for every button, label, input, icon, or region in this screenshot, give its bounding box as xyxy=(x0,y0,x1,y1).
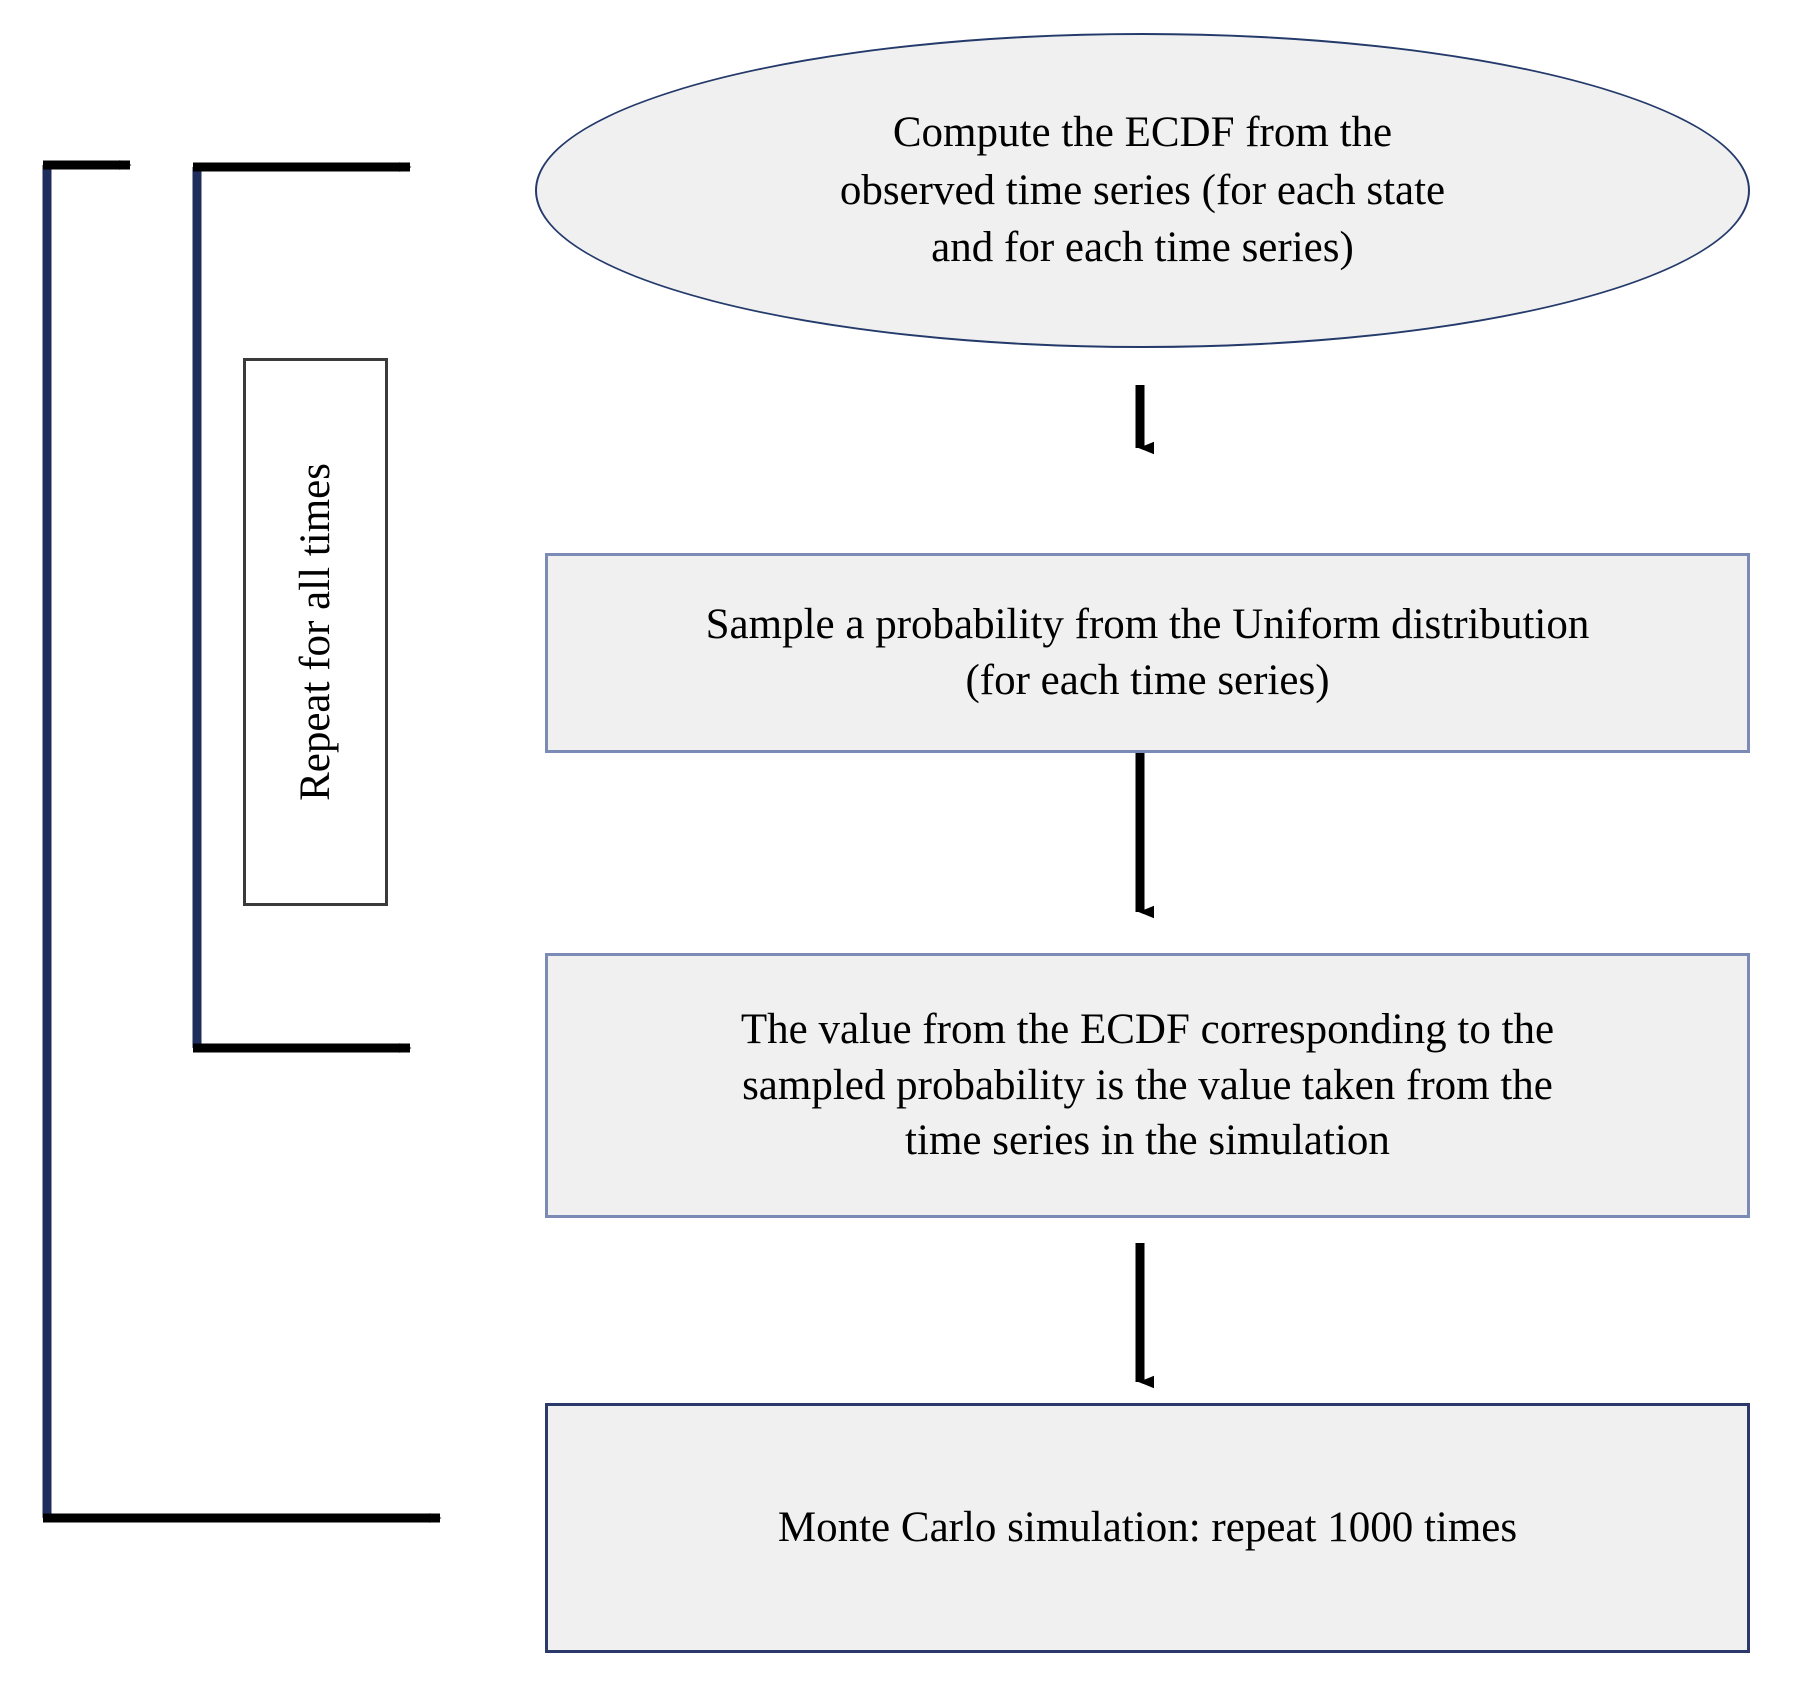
node-ecdf-value[interactable]: The value from the ECDF corresponding to… xyxy=(545,953,1750,1218)
node-monte-carlo[interactable]: Monte Carlo simulation: repeat 1000 time… xyxy=(545,1403,1750,1653)
node-ecdf-value-label: The value from the ECDF corresponding to… xyxy=(740,1005,1555,1165)
node-compute-ecdf-label: Compute the ECDF from the observed time … xyxy=(839,109,1446,272)
node-sample-probability[interactable]: Sample a probability from the Uniform di… xyxy=(545,553,1750,753)
repeat-for-all-times-box[interactable]: Repeat for all times xyxy=(243,358,388,906)
node-monte-carlo-label: Monte Carlo simulation: repeat 1000 time… xyxy=(777,1504,1518,1552)
node-sample-probability-label: Sample a probability from the Uniform di… xyxy=(705,601,1590,704)
repeat-for-all-times-label: Repeat for all times xyxy=(292,463,339,801)
node-compute-ecdf[interactable]: Compute the ECDF from the observed time … xyxy=(535,33,1750,348)
